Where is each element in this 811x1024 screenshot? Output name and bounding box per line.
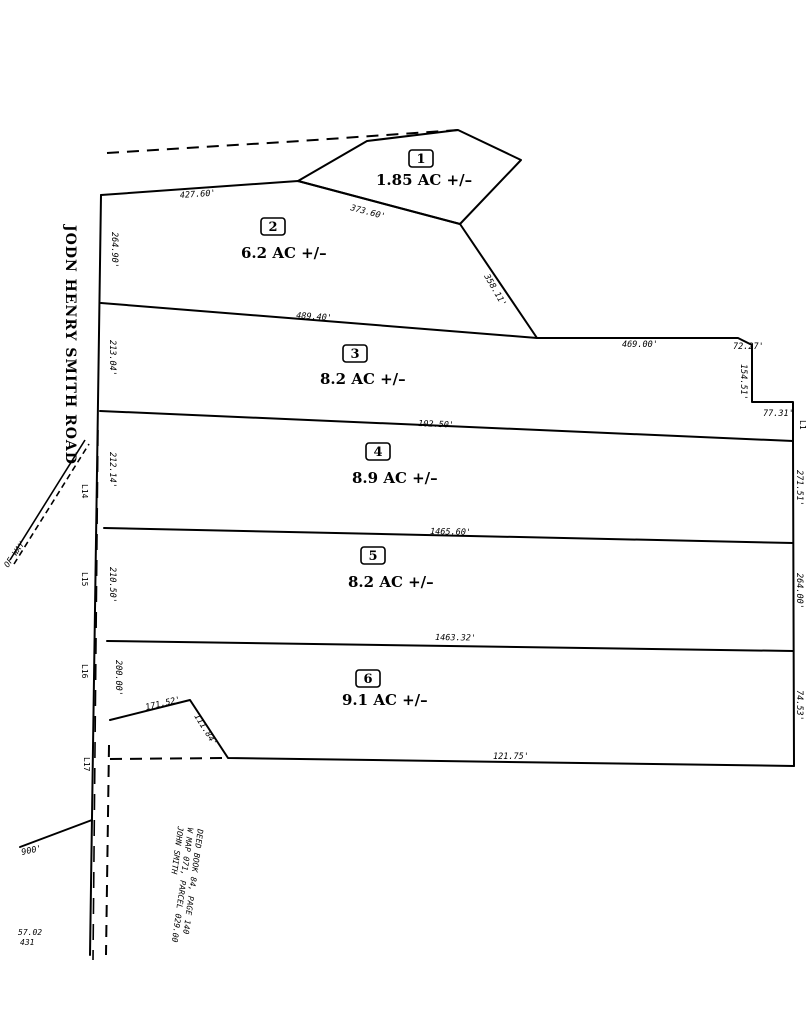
- right-of-way-hatch: [9, 439, 90, 565]
- dim-lot4-5-line: 1465.60': [430, 527, 471, 538]
- road-west-line: [89, 194, 102, 956]
- dim-lot6-notch-top: 171.52': [144, 695, 181, 713]
- dim-lot3-north-east: 469.00': [622, 340, 658, 350]
- lot-3-4-line: [99, 410, 794, 442]
- road-name: JODN HENRY SMITH ROAD: [62, 223, 78, 465]
- lot-1-number: 1: [416, 152, 425, 167]
- dim-lot5-6-line: 1463.32': [435, 633, 476, 644]
- lot-3-label: 3 8.2 AC +/–: [320, 344, 406, 388]
- lot-2-number: 2: [268, 220, 277, 235]
- lot-2-label: 2 6.2 AC +/–: [241, 217, 327, 262]
- lot-4-acreage: 8.9 AC +/–: [352, 469, 438, 487]
- lot-6-south-dashed: [109, 757, 229, 760]
- southwest-line: [19, 819, 93, 848]
- lot-3-acreage: 8.2 AC +/–: [320, 370, 406, 388]
- lot-2-number-box: [260, 217, 286, 236]
- line-ref-l15: L15: [80, 572, 89, 587]
- lot-6-number: 6: [363, 672, 372, 687]
- line-ref-l14: L14: [80, 484, 89, 499]
- line-ref-l16: L16: [80, 664, 89, 679]
- line-ref-l17: L17: [82, 757, 91, 772]
- dim-lot3-jog-south: 77.31': [763, 409, 794, 419]
- dim-lot6-east: 74.53': [794, 690, 804, 721]
- dim-lot2-north: 427.60': [180, 189, 216, 201]
- lot-1-label: 1 1.85 AC +/–: [376, 149, 472, 189]
- lot-5-label: 5 8.2 AC +/–: [348, 546, 434, 591]
- lot-5-number: 5: [368, 549, 377, 564]
- lot-3-number-box: [342, 344, 368, 363]
- dim-lot3-jog: 72.27': [733, 342, 764, 352]
- lot-4-5-line: [103, 527, 794, 544]
- lot-5-6-line: [106, 640, 794, 652]
- corner-note-value: 57.02: [18, 928, 42, 937]
- east-boundary-line: [792, 440, 795, 767]
- lot-6-number-box: [355, 669, 381, 688]
- lot-5-number-box: [360, 546, 386, 565]
- lot-2-boundary: [100, 180, 538, 339]
- corner-note-sub: 431: [20, 938, 34, 947]
- dim-lot1-south: 373.60': [348, 203, 386, 222]
- road-center-line: [92, 429, 99, 961]
- lot-4-label: 4 8.9 AC +/–: [352, 442, 438, 487]
- dim-lot3-4-line: 102.50': [418, 419, 454, 431]
- lot-4-number: 4: [373, 445, 382, 460]
- line-ref-l1: L1: [798, 420, 807, 430]
- lot-2-3-line: [100, 302, 794, 442]
- lot-1-number-box: [408, 149, 434, 168]
- lot-1-acreage: 1.85 AC +/–: [376, 171, 472, 189]
- dim-lot3-jog-side: 154.51': [738, 364, 748, 400]
- dim-lot4-west: 212.14': [107, 452, 117, 488]
- lot-2-acreage: 6.2 AC +/–: [241, 244, 327, 262]
- lot-6-label: 6 9.1 AC +/–: [342, 669, 428, 709]
- north-dashed-line: [106, 129, 459, 154]
- dim-lot6-west: 200.00': [113, 660, 123, 696]
- dim-lot3-west: 213.04': [107, 340, 117, 376]
- dim-lot5-west: 210.50': [107, 567, 117, 603]
- lot-6-notch: [109, 699, 795, 767]
- dim-lot2-3-line: 489.40': [296, 311, 332, 323]
- adjoiner-note: JOHN SMITH W MAP 071, PARCEL 029.00 DEED…: [169, 825, 205, 943]
- right-of-way-label: OF WAY: [2, 539, 27, 569]
- dim-lot5-east: 264.00': [794, 573, 804, 609]
- lot-6-acreage: 9.1 AC +/–: [342, 691, 428, 709]
- dim-lot2-west: 264.90': [109, 232, 119, 268]
- lot-3-number: 3: [350, 347, 359, 362]
- lot-4-number-box: [365, 442, 391, 461]
- dim-lot6-south: 121.75': [493, 752, 529, 762]
- dim-lot4-east: 271.51': [794, 470, 804, 506]
- road-east-dashed-line: [105, 744, 110, 956]
- lot-5-acreage: 8.2 AC +/–: [348, 573, 434, 591]
- dim-southwest-line: 900': [21, 844, 43, 858]
- dim-lot6-notch-side: 111.84': [191, 712, 218, 748]
